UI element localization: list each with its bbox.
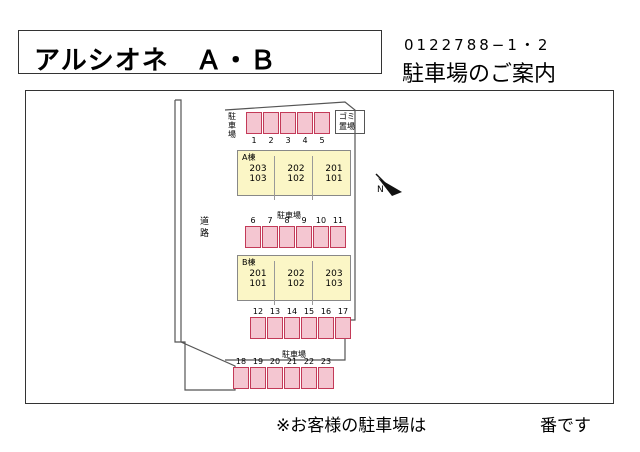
building-b-room-2: 202 102: [287, 269, 305, 289]
building-a-wall: [274, 156, 275, 200]
parking-number-18: 18: [235, 357, 247, 366]
parking-stall-17: [335, 317, 351, 339]
title-box: [18, 30, 382, 74]
parking-number-21: 21: [286, 357, 298, 366]
trash-area: [335, 110, 365, 134]
parking-number-2: 2: [268, 136, 274, 145]
parking-stall-23: [318, 367, 334, 389]
parking-number-16: 16: [320, 307, 332, 316]
parking-number-19: 19: [252, 357, 264, 366]
parking-number-4: 4: [302, 136, 308, 145]
building-b-room-3: 203 103: [325, 269, 343, 289]
parking-stall-21: [284, 367, 300, 389]
parking-stall-3: [280, 112, 296, 134]
building-b-label: B棟: [242, 258, 256, 267]
parking-number-10: 10: [315, 216, 327, 225]
parking-stall-12: [250, 317, 266, 339]
phone-number: 0122788−1・2: [404, 36, 551, 54]
road-label: 道 路: [200, 217, 210, 239]
parking-number-1: 1: [251, 136, 257, 145]
parking-number-8: 8: [284, 216, 290, 225]
building-b-wall: [312, 261, 313, 305]
building-a-room-3: 201 101: [325, 164, 343, 184]
footer-note: ※お客様の駐車場は: [276, 416, 427, 436]
parking-number-20: 20: [269, 357, 281, 366]
parking-number-9: 9: [301, 216, 307, 225]
building-b-room-1: 201 101: [249, 269, 267, 289]
building-a-room-2: 202 102: [287, 164, 305, 184]
parking-number-23: 23: [320, 357, 332, 366]
building-a-label: A棟: [242, 153, 256, 162]
parking-stall-18: [233, 367, 249, 389]
footer-suffix: 番です: [540, 416, 591, 436]
parking-stall-19: [250, 367, 266, 389]
parking-stall-7: [262, 226, 278, 248]
parking-stall-6: [245, 226, 261, 248]
parking-stall-14: [284, 317, 300, 339]
parking-number-12: 12: [252, 307, 264, 316]
parking-number-22: 22: [303, 357, 315, 366]
parking-number-13: 13: [269, 307, 281, 316]
north-arrow-icon: N: [375, 173, 402, 196]
building-b-wall: [274, 261, 275, 305]
building-b: [237, 255, 351, 301]
parking-stall-8: [279, 226, 295, 248]
parking-number-3: 3: [285, 136, 291, 145]
parking-label-bottom: 駐車場: [282, 350, 306, 359]
parking-stall-5: [314, 112, 330, 134]
parking-number-6: 6: [250, 216, 256, 225]
parking-label-vertical: 駐 車 場: [228, 112, 236, 139]
parking-label-mid: 駐車場: [277, 211, 301, 220]
parking-number-15: 15: [303, 307, 315, 316]
parking-stall-22: [301, 367, 317, 389]
building-a-wall: [312, 156, 313, 200]
parking-stall-13: [267, 317, 283, 339]
trash-label: ゴミ 置場: [339, 112, 355, 131]
svg-text:N: N: [377, 185, 384, 195]
parking-number-5: 5: [319, 136, 325, 145]
parking-stall-10: [313, 226, 329, 248]
parking-stall-1: [246, 112, 262, 134]
building-a-room-1: 203 103: [249, 164, 267, 184]
parking-number-17: 17: [337, 307, 349, 316]
parking-number-11: 11: [332, 216, 344, 225]
parking-stall-15: [301, 317, 317, 339]
road-outline: [174, 99, 356, 391]
parking-number-14: 14: [286, 307, 298, 316]
building-a: [237, 150, 351, 196]
parking-stall-20: [267, 367, 283, 389]
parking-number-7: 7: [267, 216, 273, 225]
property-title: アルシオネ Ａ・Ｂ: [34, 46, 277, 76]
parking-stall-11: [330, 226, 346, 248]
parking-stall-4: [297, 112, 313, 134]
parking-stall-2: [263, 112, 279, 134]
guide-title: 駐車場のご案内: [402, 62, 557, 87]
parking-stall-16: [318, 317, 334, 339]
parking-stall-9: [296, 226, 312, 248]
